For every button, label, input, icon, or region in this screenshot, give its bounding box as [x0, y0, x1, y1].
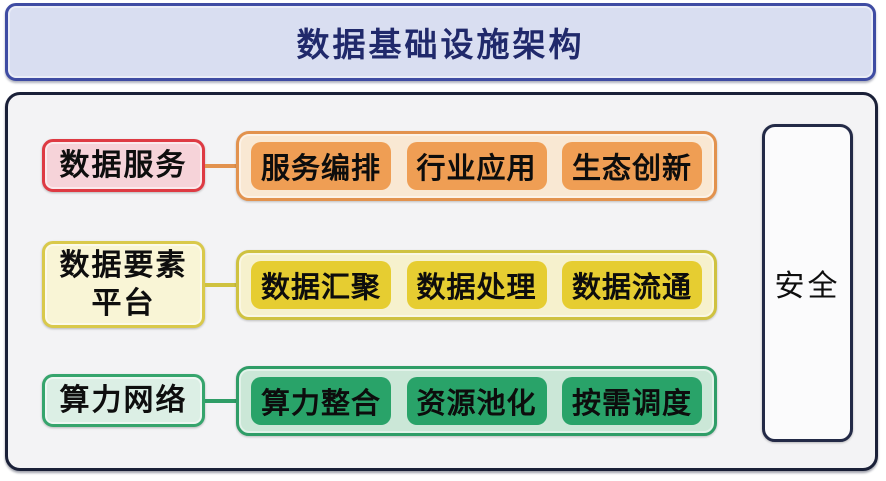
diagram-title: 数据基础设施架构 — [296, 28, 585, 64]
connector-line — [205, 164, 236, 168]
row-data-element-platform: 数据要素 平台 数据汇聚 数据处理 数据流通 — [8, 241, 875, 328]
group-computing-network: 算力整合 资源池化 按需调度 — [236, 366, 717, 436]
row-data-services: 数据服务 服务编排 行业应用 生态创新 — [8, 131, 875, 201]
label-line: 数据要素 — [59, 248, 188, 282]
chip-item: 数据流通 — [562, 261, 702, 309]
label-line: 数据服务 — [59, 148, 188, 182]
group-data-element-platform: 数据汇聚 数据处理 数据流通 — [236, 250, 717, 320]
chip-item: 数据处理 — [406, 261, 547, 309]
title-bar: 数据基础设施架构 — [5, 3, 876, 81]
label-data-services: 数据服务 — [42, 139, 205, 192]
label-line: 算力网络 — [59, 383, 188, 417]
chip-item: 资源池化 — [406, 377, 547, 425]
security-box: 安全 — [762, 124, 853, 442]
chip-item: 服务编排 — [251, 142, 391, 190]
architecture-frame: 数据服务 服务编排 行业应用 生态创新 数据要素 平台 数据汇聚 数据处理 数据… — [5, 92, 878, 471]
label-data-element-platform: 数据要素 平台 — [42, 241, 205, 328]
chip-item: 行业应用 — [406, 142, 547, 190]
chip-item: 数据汇聚 — [251, 261, 391, 309]
chip-item: 按需调度 — [562, 377, 702, 425]
chip-item: 算力整合 — [251, 377, 391, 425]
connector-line — [205, 399, 236, 403]
connector-line — [205, 283, 236, 287]
label-computing-network: 算力网络 — [42, 374, 205, 427]
chip-item: 生态创新 — [562, 142, 702, 190]
group-data-services: 服务编排 行业应用 生态创新 — [236, 131, 717, 201]
label-line: 平台 — [91, 286, 156, 320]
security-label: 安全 — [774, 270, 841, 303]
row-computing-network: 算力网络 算力整合 资源池化 按需调度 — [8, 366, 875, 436]
